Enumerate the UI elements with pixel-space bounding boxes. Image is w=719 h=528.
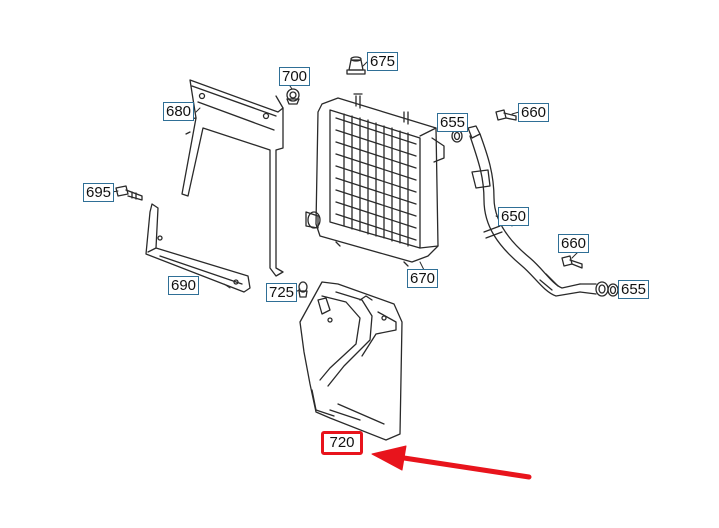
- clip-700: [286, 88, 300, 105]
- callout-650: 650: [498, 207, 530, 226]
- cap-675: [346, 56, 366, 75]
- callout-680: 680: [163, 102, 195, 121]
- bolt-695: [115, 185, 143, 201]
- callout-670: 670: [407, 269, 439, 288]
- callout-720-highlighted: 720: [321, 431, 363, 455]
- callout-660-upper: 660: [518, 103, 550, 122]
- air-duct-720: [299, 281, 403, 441]
- bolt-660-lower: [561, 255, 583, 269]
- lower-bracket-690: [145, 203, 251, 293]
- clip-725: [298, 281, 308, 298]
- upper-bracket-680: [181, 79, 284, 277]
- callout-725: 725: [266, 283, 298, 302]
- hose-650: [467, 125, 609, 297]
- callout-660-lower: 660: [558, 234, 590, 253]
- radiator-670: [305, 93, 445, 267]
- callout-700: 700: [279, 67, 311, 86]
- callout-690: 690: [168, 276, 200, 295]
- callout-655-upper: 655: [437, 113, 469, 132]
- bolt-660-upper: [495, 109, 517, 121]
- callout-695: 695: [83, 183, 115, 202]
- seal-655-lower: [607, 283, 619, 297]
- callout-675: 675: [367, 52, 399, 71]
- callout-655-lower: 655: [618, 280, 650, 299]
- highlight-arrow: [371, 445, 532, 480]
